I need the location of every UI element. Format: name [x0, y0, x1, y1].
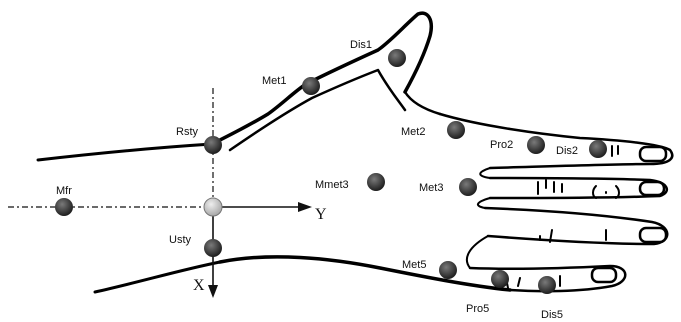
marker-dot-rsty	[204, 136, 222, 154]
thumb-web-edge	[403, 90, 442, 116]
forearm-bottom-edge	[93, 260, 222, 294]
marker-label-pro2: Pro2	[490, 139, 513, 151]
marker-dot-usty	[204, 239, 222, 257]
marker-label-met1: Met1	[262, 75, 286, 87]
marker-label-dis5: Dis5	[541, 309, 563, 321]
marker-label-group: Dis1 Met1 Rsty Met2 Pro2 Dis2 Mmet3 Met3…	[56, 39, 578, 321]
marker-dot-dis5	[538, 276, 556, 294]
marker-label-usty: Usty	[169, 234, 192, 246]
marker-label-dis1: Dis1	[350, 39, 372, 51]
middle-nail	[638, 180, 666, 197]
thumb-upper-edge	[304, 11, 433, 94]
marker-label-mmet3: Mmet3	[315, 179, 349, 191]
ring-nail	[638, 226, 668, 244]
little-finger-outline	[468, 264, 627, 293]
crease-middle-ring	[477, 197, 491, 209]
marker-dot-dis2	[589, 140, 607, 158]
marker-dot-group	[55, 49, 607, 294]
ring-finger-outline	[483, 206, 669, 246]
marker-label-rsty: Rsty	[176, 126, 199, 138]
marker-label-mfr: Mfr	[56, 185, 72, 197]
index-nail	[638, 145, 668, 163]
index-finger-outline	[438, 112, 674, 170]
thumb-lower-edge	[228, 68, 407, 152]
y-axis-label: Y	[315, 206, 327, 223]
crease-index-middle	[479, 167, 491, 179]
marker-label-met3: Met3	[419, 182, 443, 194]
origin-marker	[203, 197, 223, 217]
little-nail	[590, 266, 618, 284]
marker-dot-mmet3	[367, 173, 385, 191]
x-axis-label: X	[193, 277, 205, 294]
marker-dot-met3	[459, 178, 477, 196]
thumb-base-edge	[210, 82, 308, 146]
marker-dot-met2	[447, 121, 465, 139]
marker-label-met2: Met2	[401, 126, 425, 138]
marker-dot-pro5	[491, 270, 509, 288]
palm-lower-edge	[218, 255, 512, 292]
marker-label-pro5: Pro5	[466, 303, 489, 315]
marker-dot-dis1	[388, 49, 406, 67]
x-axis-arrowhead	[208, 285, 218, 298]
marker-label-dis2: Dis2	[556, 145, 578, 157]
marker-label-met5: Met5	[402, 259, 426, 271]
marker-dot-pro2	[527, 136, 545, 154]
crease-ring-little	[465, 235, 489, 269]
marker-dot-mfr	[55, 198, 73, 216]
hand-outline	[36, 11, 674, 294]
middle-finger-outline	[488, 176, 669, 200]
y-axis-arrowhead	[298, 202, 312, 212]
marker-dot-met5	[439, 261, 457, 279]
forearm-top-edge	[36, 142, 214, 162]
marker-dot-met1	[302, 77, 320, 95]
